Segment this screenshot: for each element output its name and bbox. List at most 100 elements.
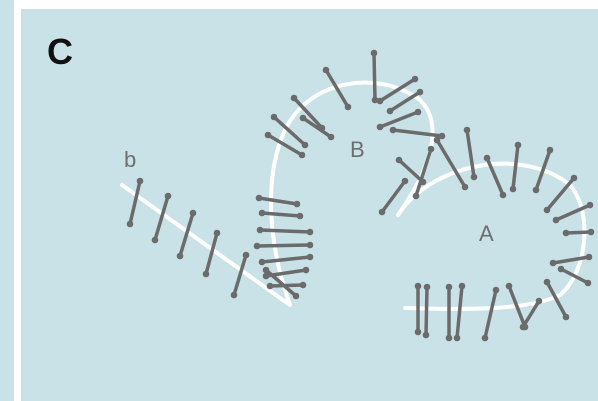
marker-dot [586,254,593,261]
marker-dot [536,298,543,305]
marker-dot [587,202,594,209]
marker-dot [259,259,266,266]
marker-dot [471,174,478,181]
marker-dot [522,324,529,331]
marker-dot [413,193,420,200]
marker-dot [259,210,266,217]
marker-dot [256,195,263,202]
marker-dot [165,193,172,200]
marker-dot [544,207,551,214]
marker-stick [234,255,246,295]
marker-dot [379,209,386,216]
marker-dot [265,132,272,139]
label-end-b: b [124,147,136,172]
marker-dot [424,284,431,291]
marker-dot [533,187,540,194]
marker-dot [263,267,270,274]
marker-dot [307,242,314,249]
marker-dot [293,293,300,300]
marker-dot [547,147,554,154]
marker-stick [390,92,420,111]
marker-dot [152,237,159,244]
marker-stick [566,232,591,233]
marker-dot [371,50,378,57]
marker-stick [561,269,588,283]
marker-dot [446,284,453,291]
marker-dot [482,335,489,342]
marker-dot [415,283,422,290]
marker-dot [345,104,352,111]
marker-dot [462,184,469,191]
marker-dot [402,178,409,185]
marker-stick [260,230,310,232]
marker-dot [510,186,517,193]
marker-stick [547,178,574,210]
marker-dot [299,152,306,159]
label-region-b: B [350,137,365,162]
marker-dot [214,230,221,237]
marker-dot [544,279,551,286]
marker-dot [500,192,507,199]
marker-dot [307,229,314,236]
marker-dot [323,67,330,74]
marker-stick [257,245,310,246]
marker-dot [390,127,397,134]
label-region-a: A [479,221,494,246]
marker-dot [137,178,144,185]
marker-dot [571,175,578,182]
marker-dot [563,314,570,321]
marker-dot [396,157,403,164]
marker-dot [291,95,298,102]
marker-stick [426,287,427,335]
marker-dot [428,146,435,153]
marker-stick [513,145,518,189]
white-curve [122,83,584,309]
marker-dot [412,76,419,83]
marker-dot [550,260,557,267]
marker-stick [457,286,462,338]
marker-dot [415,329,422,336]
marker-dot [464,127,471,134]
marker-stick [130,181,140,224]
marker-stick [399,160,423,182]
marker-dot [243,252,250,259]
marker-stick [374,53,375,100]
marker-stick [553,257,589,263]
marker-dot [231,292,238,299]
marker-dot [300,282,307,289]
marker-dot [563,230,570,237]
marker-dot [177,253,184,260]
marker-dot [297,213,304,220]
marker-stick [380,112,418,127]
marker-dot [588,229,595,236]
marker-dot [303,267,310,274]
marker-dot [300,115,307,122]
marker-dot [585,280,592,287]
marker-dot [387,108,394,115]
marker-dot [454,335,461,342]
marker-dot [553,217,560,224]
marker-dot [294,201,301,208]
marker-dot [493,287,500,294]
marker-dot [254,243,261,250]
marker-dot [434,137,441,144]
marker-stick [393,130,442,136]
marker-dot [267,283,274,290]
marker-dot [302,142,309,149]
marker-dot [415,109,422,116]
marker-stick [262,257,310,262]
marker-dot [127,221,134,228]
marker-dot [257,227,264,234]
marker-dot [190,210,197,217]
marker-dot [515,142,522,149]
marker-dot [417,89,424,96]
marker-dot [423,332,430,339]
marker-dot [506,283,513,290]
marker-stick [259,198,297,204]
marker-dot [328,134,335,141]
marker-dot [377,124,384,131]
marker-dot [271,114,278,121]
marker-dot [459,283,466,290]
marker-dot [377,98,384,105]
